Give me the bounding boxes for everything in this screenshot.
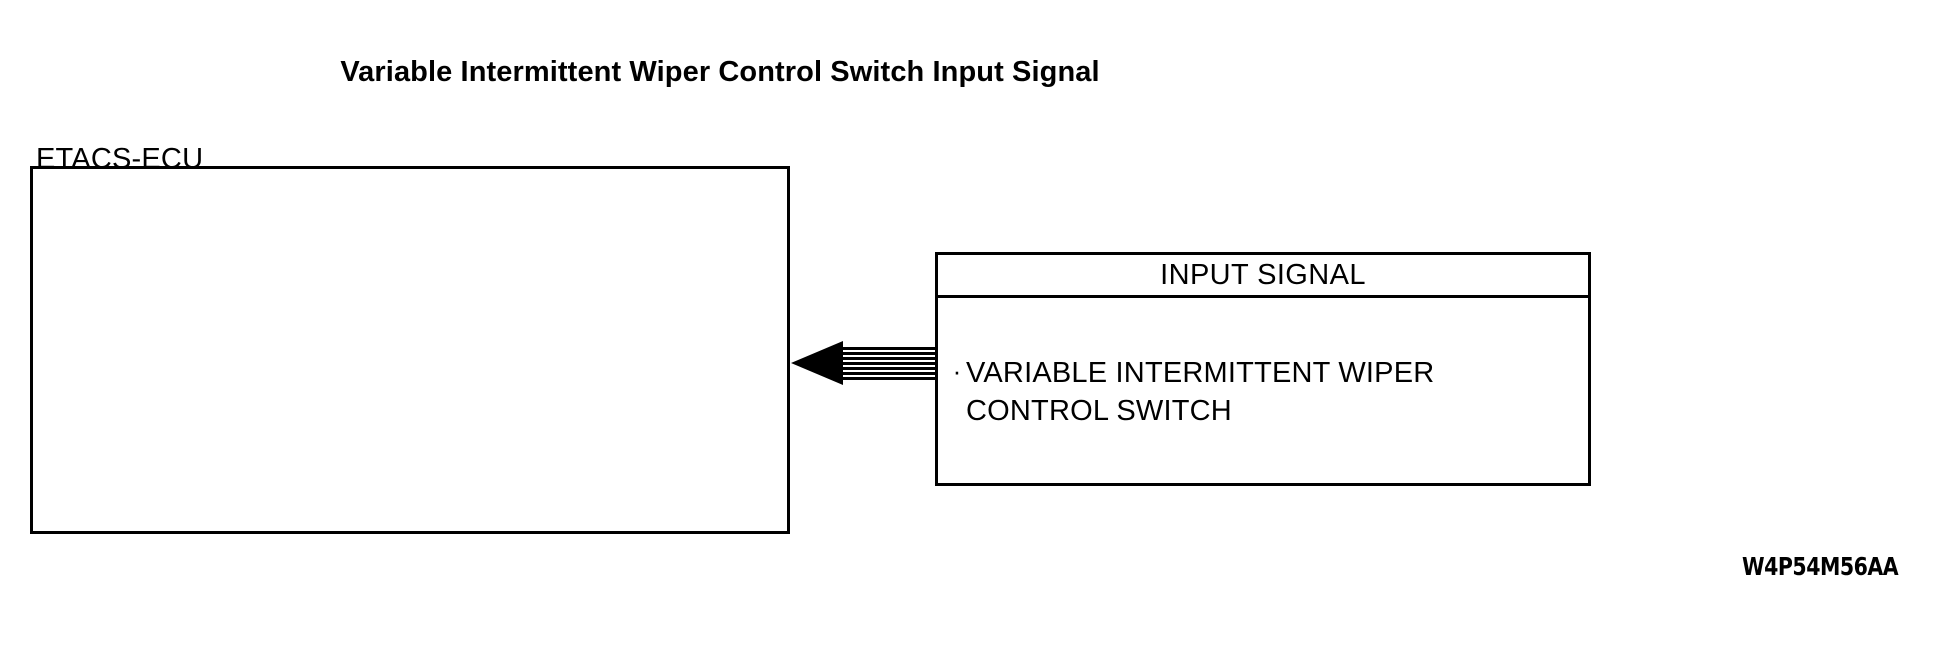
input-signal-arrow <box>790 335 938 391</box>
input-signal-box-body: · VARIABLE INTERMITTENT WIPER CONTROL SW… <box>938 298 1588 486</box>
input-signal-header-label: INPUT SIGNAL <box>1160 258 1366 291</box>
input-signal-box-header: INPUT SIGNAL <box>938 255 1588 298</box>
list-item: · VARIABLE INTERMITTENT WIPER CONTROL SW… <box>938 354 1435 430</box>
bullet-icon: · <box>952 356 962 386</box>
arrow-head-icon <box>791 341 843 385</box>
arrow-shaft-stripes <box>842 347 938 380</box>
input-signal-item-text: VARIABLE INTERMITTENT WIPER CONTROL SWIT… <box>966 354 1434 430</box>
part-number-label: W4P54M56AA <box>1742 552 1899 581</box>
input-signal-item-line2: CONTROL SWITCH <box>966 395 1232 427</box>
input-signal-box: INPUT SIGNAL · VARIABLE INTERMITTENT WIP… <box>935 252 1591 486</box>
input-signal-item-line1: VARIABLE INTERMITTENT WIPER <box>966 357 1435 389</box>
page-title: Variable Intermittent Wiper Control Swit… <box>340 56 1100 88</box>
etacs-ecu-box <box>30 166 790 534</box>
